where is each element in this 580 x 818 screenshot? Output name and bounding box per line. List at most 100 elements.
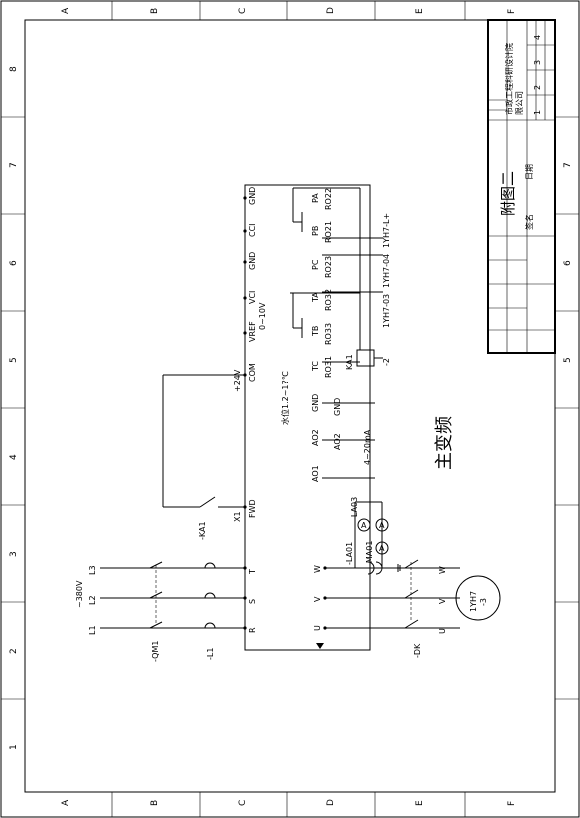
zone-label: 7 bbox=[563, 162, 573, 168]
relay-label: RO33 bbox=[324, 323, 333, 345]
ammeter-icon bbox=[357, 518, 371, 532]
terminal-label: TB bbox=[311, 326, 320, 337]
motor-phase: W bbox=[438, 566, 447, 574]
meter-label: -LA01 bbox=[345, 542, 354, 565]
relay-label: RO23 bbox=[324, 256, 333, 278]
power-supply: L3 L2 L1 ~380V -QM1 -L1 T S R bbox=[75, 561, 257, 662]
motor-phase: V bbox=[438, 598, 447, 604]
ammeter-glyph: A bbox=[361, 521, 367, 530]
zone-label: 5 bbox=[563, 357, 573, 363]
relay-label: RO21 bbox=[324, 221, 333, 243]
analog-outputs: GND AO2 AO1 GND AO2 4~20mA bbox=[311, 394, 375, 482]
phase-label: L1 bbox=[88, 625, 97, 635]
terminal-label: U bbox=[313, 625, 322, 631]
ammeter-icon bbox=[375, 541, 389, 555]
zone-label: D bbox=[326, 7, 336, 14]
zone-label: 4 bbox=[9, 454, 19, 460]
terminal-label: V bbox=[313, 596, 322, 602]
terminal-label: COM bbox=[248, 363, 257, 382]
ammeter-icon bbox=[375, 518, 389, 532]
phase-label: L2 bbox=[88, 595, 97, 605]
terminal-label: TC bbox=[311, 361, 320, 372]
terminal-label: AO1 bbox=[311, 465, 320, 482]
zone-ruler-top: A B C D E F A B C D E F bbox=[61, 1, 517, 817]
zone-label: A bbox=[61, 799, 71, 806]
terminal-label: VREF bbox=[248, 321, 257, 342]
title-cell: 日期 bbox=[525, 164, 534, 180]
zone-label: 5 bbox=[9, 357, 19, 363]
main-label: 主变频 bbox=[434, 416, 455, 470]
motor-phase: U bbox=[438, 628, 447, 634]
output-label: 1YH7-03 bbox=[382, 294, 391, 328]
title-cell: 1 bbox=[533, 110, 542, 115]
zone-label: 8 bbox=[9, 66, 19, 72]
zone-label: 1 bbox=[9, 744, 19, 750]
vfd-body bbox=[244, 184, 371, 651]
motor-label: 1YH7 bbox=[469, 591, 478, 612]
company-name: 市政工程科研设计院 bbox=[504, 43, 514, 115]
analog-label: AO2 bbox=[333, 433, 342, 450]
terminal-label: X1 bbox=[233, 511, 242, 522]
relay-label: RO31 bbox=[324, 356, 333, 378]
reactor-label: -L1 bbox=[206, 648, 215, 660]
terminal-label: R bbox=[248, 627, 257, 633]
ammeter-glyph: A bbox=[379, 521, 385, 530]
relay-label: RO22 bbox=[324, 188, 333, 210]
note-label: 水位1.2~1?℃ bbox=[280, 371, 290, 425]
terminal-label: PA bbox=[311, 193, 320, 203]
relay-label: RO32 bbox=[324, 289, 333, 311]
ammeter-circuit: A A A -LA01 -LA03 -MA01 bbox=[345, 497, 389, 568]
relay-outputs: PA PB PC TA TB TC RO22 RO21 RO23 RO32 RO… bbox=[290, 187, 391, 378]
company-name: 限公司 bbox=[515, 91, 524, 115]
zone-label: C bbox=[238, 8, 248, 14]
drawing-name: 附图二 bbox=[499, 171, 517, 216]
zone-label: 7 bbox=[9, 162, 19, 168]
terminal-label: PC bbox=[311, 259, 320, 270]
ammeter-glyph: A bbox=[379, 544, 385, 553]
terminal-label: GND bbox=[311, 394, 320, 412]
terminal-label: PB bbox=[311, 226, 320, 236]
terminal-label: AO2 bbox=[311, 429, 320, 446]
terminal-label: VCI bbox=[248, 291, 257, 304]
zone-label: F bbox=[507, 9, 517, 14]
coil-label: KA1 bbox=[345, 354, 354, 370]
terminal-label: W bbox=[313, 565, 322, 573]
analog-label: GND bbox=[333, 398, 342, 416]
disconnect-label: -DK bbox=[413, 643, 422, 658]
meter-label: -MA01 bbox=[365, 541, 374, 566]
analog-range: 4~20mA bbox=[363, 429, 372, 465]
zone-label: B bbox=[150, 8, 160, 14]
inner-border bbox=[24, 19, 556, 793]
motor-symbol bbox=[455, 575, 501, 621]
breaker-label: -QM1 bbox=[151, 641, 160, 662]
zone-label: 6 bbox=[9, 260, 19, 266]
zone-label: E bbox=[415, 800, 425, 806]
zone-label: 6 bbox=[563, 260, 573, 266]
terminal-label: S bbox=[248, 599, 257, 604]
coil-label: -2 bbox=[382, 358, 391, 366]
zone-label: E bbox=[415, 8, 425, 14]
vfd-control-terminals: GND CCI GND VCI VREF COM 0~10V +24V 水位1.… bbox=[233, 187, 290, 425]
title-cell: 3 bbox=[533, 60, 542, 65]
terminal-label: GND bbox=[248, 252, 257, 270]
title-block: 市政工程科研设计院 限公司 附图二 4 3 2 1 日期 签名 bbox=[487, 19, 556, 354]
title-cell: 4 bbox=[533, 35, 542, 40]
zone-ruler-side: 8 7 6 5 4 3 2 1 7 6 5 bbox=[1, 66, 579, 750]
motor-sub-label: -3 bbox=[479, 598, 488, 606]
vfd-output: W V U -DK 1YH7 -3 W V U bbox=[313, 559, 501, 658]
relay-coil bbox=[356, 349, 375, 367]
zone-label: C bbox=[238, 800, 248, 806]
output-label: 1YH7-04 bbox=[382, 254, 391, 288]
output-label: 1YH7-L+ bbox=[382, 213, 391, 248]
range-label: 0~10V bbox=[258, 302, 267, 330]
terminal-label: T bbox=[248, 569, 257, 575]
title-cell: 2 bbox=[533, 85, 542, 90]
terminal-label: TA bbox=[311, 292, 320, 303]
zone-label: B bbox=[150, 800, 160, 806]
zone-label: D bbox=[326, 799, 336, 806]
ka-label: -KA1 bbox=[198, 521, 207, 540]
title-cell: 签名 bbox=[524, 214, 534, 230]
voltage-label: +24V bbox=[233, 369, 242, 392]
